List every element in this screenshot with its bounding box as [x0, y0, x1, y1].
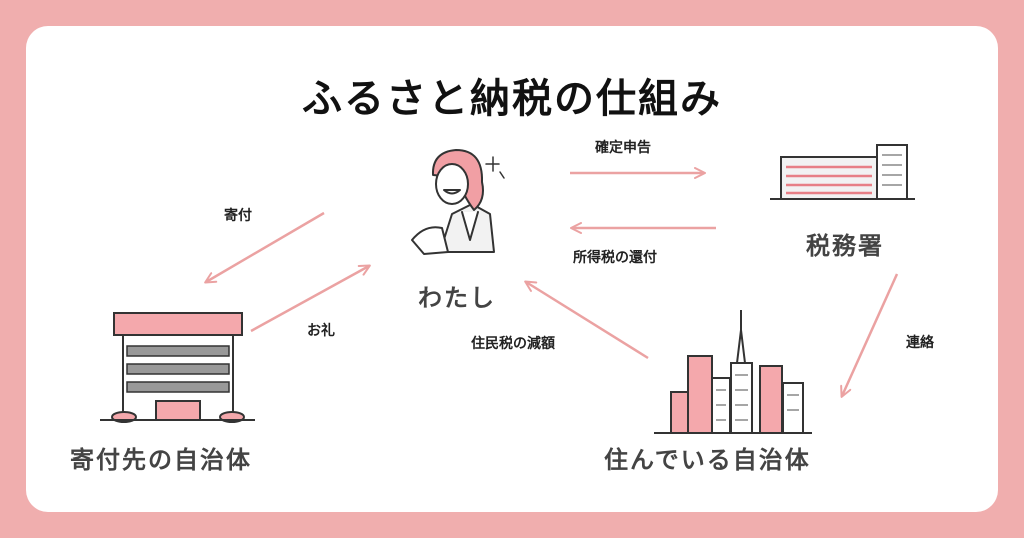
edge-label-resident-tax-reduction: 住民税の減額 [471, 336, 555, 352]
tax-office-building-icon [770, 144, 915, 200]
arrow-liaison [840, 273, 899, 398]
woman-icon [411, 149, 505, 255]
edge-label-tax-return: 確定申告 [595, 140, 651, 156]
arrow-resident-tax-reduction [524, 280, 649, 360]
page-title: ふるさと納税の仕組み [302, 76, 722, 122]
edge-label-donation: 寄付 [224, 208, 252, 224]
arrow-thanks-gift [250, 264, 371, 333]
node-donation-target: 寄付先の自治体 [70, 446, 252, 474]
diagram-card [26, 26, 998, 512]
node-home-municipality: 住んでいる自治体 [604, 446, 811, 474]
edge-label-thanks-gift: お礼 [307, 323, 335, 339]
edge-label-income-tax-refund: 所得税の還付 [573, 250, 657, 266]
city-skyline-icon [654, 310, 812, 434]
node-tax-office: 税務署 [806, 232, 884, 260]
node-me: わたし [418, 284, 496, 312]
municipal-building-icon [100, 312, 255, 423]
edge-label-liaison: 連絡 [906, 335, 934, 351]
arrow-donation [204, 211, 325, 284]
